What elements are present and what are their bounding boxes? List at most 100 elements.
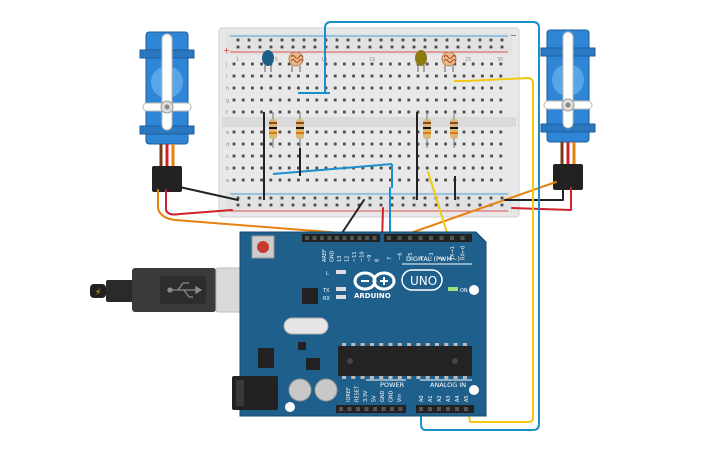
rail-hole[interactable] [280,38,284,42]
breadboard-hole[interactable] [499,178,503,182]
rail-hole[interactable] [368,38,372,42]
rail-hole[interactable] [302,203,306,207]
breadboard-hole[interactable] [343,98,346,102]
rail-hole[interactable] [324,196,328,200]
breadboard-hole[interactable] [278,130,282,134]
rail-hole[interactable] [269,38,273,42]
breadboard-hole[interactable] [416,86,420,90]
breadboard-hole[interactable] [490,110,493,114]
rail-hole[interactable] [500,203,504,207]
breadboard-hole[interactable] [444,110,447,114]
rail-hole[interactable] [291,203,295,207]
breadboard-hole[interactable] [379,98,383,102]
breadboard-hole[interactable] [260,86,263,90]
breadboard-hole[interactable] [297,74,300,78]
breadboard-hole[interactable] [425,154,429,158]
breadboard-hole[interactable] [370,74,374,78]
breadboard-hole[interactable] [407,110,411,114]
breadboard-hole[interactable] [425,178,429,182]
breadboard-hole[interactable] [251,142,254,146]
breadboard-hole[interactable] [352,154,355,158]
breadboard-hole[interactable] [435,98,438,102]
rail-hole[interactable] [335,38,339,42]
breadboard-hole[interactable] [370,98,374,102]
breadboard-hole[interactable] [306,62,309,66]
reset-button[interactable] [251,235,275,259]
breadboard-hole[interactable] [435,74,438,78]
rail-hole[interactable] [335,196,339,200]
breadboard-hole[interactable] [251,74,254,78]
power-header[interactable] [336,405,406,413]
breadboard-hole[interactable] [324,166,328,170]
breadboard-hole[interactable] [389,142,392,146]
breadboard-hole[interactable] [370,154,374,158]
digital-header-high[interactable] [384,234,472,242]
breadboard-hole[interactable] [435,154,438,158]
breadboard-hole[interactable] [241,178,245,182]
breadboard-hole[interactable] [232,130,236,134]
rail-hole[interactable] [445,196,449,200]
breadboard-hole[interactable] [490,130,493,134]
breadboard-hole[interactable] [481,142,484,146]
header-pin[interactable] [419,407,423,411]
breadboard-hole[interactable] [453,166,457,170]
breadboard-hole[interactable] [425,98,429,102]
rail-hole[interactable] [236,45,240,49]
breadboard-hole[interactable] [370,62,374,66]
rail-hole[interactable] [456,203,460,207]
breadboard-hole[interactable] [333,74,337,78]
rail-hole[interactable] [489,45,493,49]
breadboard-hole[interactable] [490,154,493,158]
breadboard-hole[interactable] [379,142,383,146]
rail-hole[interactable] [467,196,471,200]
breadboard-hole[interactable] [278,98,282,102]
breadboard-hole[interactable] [389,178,392,182]
rail-hole[interactable] [478,38,482,42]
breadboard-hole[interactable] [389,74,392,78]
breadboard-hole[interactable] [425,74,429,78]
resistor-4[interactable] [450,112,458,148]
breadboard-hole[interactable] [462,154,466,158]
breadboard-hole[interactable] [462,110,466,114]
breadboard-hole[interactable] [462,166,466,170]
header-pin[interactable] [390,407,394,411]
rail-hole[interactable] [456,45,460,49]
breadboard-hole[interactable] [444,74,447,78]
photoresistor-left[interactable] [288,51,304,72]
breadboard-hole[interactable] [471,142,475,146]
breadboard-hole[interactable] [343,62,346,66]
breadboard-hole[interactable] [425,166,429,170]
breadboard-hole[interactable] [407,86,411,90]
breadboard-hole[interactable] [343,142,346,146]
breadboard-hole[interactable] [462,74,466,78]
breadboard-hole[interactable] [352,62,355,66]
breadboard-hole[interactable] [251,86,254,90]
breadboard-hole[interactable] [379,62,383,66]
breadboard-hole[interactable] [269,178,273,182]
rail-hole[interactable] [368,196,372,200]
breadboard-hole[interactable] [260,98,263,102]
servo-right[interactable] [540,29,596,190]
breadboard-hole[interactable] [306,86,309,90]
breadboard-hole[interactable] [462,130,466,134]
rail-hole[interactable] [346,38,350,42]
breadboard-hole[interactable] [241,74,245,78]
rail-hole[interactable] [434,45,438,49]
breadboard-hole[interactable] [462,62,466,66]
resistor-1[interactable] [269,112,277,148]
breadboard-hole[interactable] [361,74,365,78]
breadboard-hole[interactable] [260,130,263,134]
rail-hole[interactable] [302,38,306,42]
photoresistor-right[interactable] [441,51,457,72]
breadboard-hole[interactable] [306,166,309,170]
breadboard-hole[interactable] [481,130,484,134]
breadboard-hole[interactable] [481,154,484,158]
breadboard-hole[interactable] [444,98,447,102]
breadboard-hole[interactable] [453,98,457,102]
rail-hole[interactable] [423,203,427,207]
breadboard-hole[interactable] [333,130,337,134]
breadboard-hole[interactable] [398,86,401,90]
servo-horn[interactable] [142,33,192,131]
rail-hole[interactable] [434,38,438,42]
digital-header-low[interactable] [302,234,380,242]
